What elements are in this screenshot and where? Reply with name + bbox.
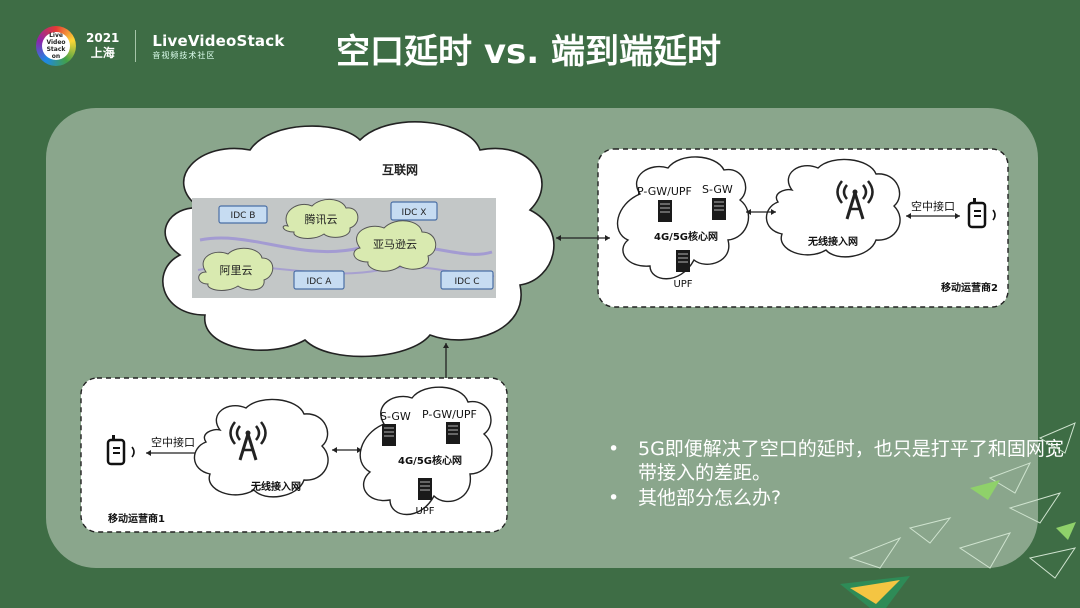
operator1-ran-cloud — [193, 398, 329, 498]
operator2-sgw-label: S-GW — [702, 183, 733, 196]
paper-plane-decoration — [840, 422, 1077, 608]
event-year: 2021 — [86, 31, 120, 45]
slide-title: 空口延时 vs. 端到端延时 — [336, 32, 721, 72]
operator2-sgw-server-icon — [712, 198, 726, 220]
operator2-pgw-label: P-GW/UPF — [637, 185, 692, 198]
operator1-core-label: 4G/5G核心网 — [398, 454, 462, 467]
operator2-core-cloud — [616, 156, 750, 280]
operator1-upf-label: UPF — [415, 506, 434, 517]
bullet-item: 其他部分怎么办? — [608, 486, 1068, 510]
bullet-item: 5G即便解决了空口的延时，也只是打平了和固网宽带接入的差距。 — [608, 437, 1068, 485]
aliyun-cloud-label: 阿里云 — [220, 264, 253, 277]
aws-cloud: 亚马逊云 — [353, 220, 437, 272]
idc-x-box: IDC X — [390, 201, 438, 221]
operator2-core-label: 4G/5G核心网 — [654, 230, 718, 243]
idc-c-label: IDC C — [454, 277, 479, 287]
operator1-upf-server-icon — [418, 478, 432, 500]
operator1-sgw-label: S-GW — [380, 410, 411, 423]
operator2-air-label: 空中接口 — [911, 199, 955, 213]
logo-ring-text: Live Video Stack on — [42, 32, 70, 60]
operator1-label: 移动运营商1 — [108, 512, 165, 525]
operator2-upf-label: UPF — [673, 279, 692, 290]
event-year-city: 2021 上海 — [86, 31, 119, 61]
tencent-cloud-label: 腾讯云 — [305, 212, 338, 226]
operator2-label: 移动运营商2 — [941, 281, 998, 294]
aliyun-cloud: 阿里云 — [198, 247, 274, 291]
brand-name: LiveVideoStack — [152, 31, 285, 50]
idc-a-label: IDC A — [307, 277, 333, 287]
logo-ring-icon: Live Video Stack on — [36, 26, 76, 66]
operator1-pgw-label: P-GW/UPF — [422, 408, 477, 421]
operator2-signal-icon — [992, 209, 996, 221]
idc-x-label: IDC X — [402, 208, 427, 218]
brand-subtitle: 音视频技术社区 — [152, 50, 216, 60]
event-city: 上海 — [90, 46, 115, 60]
operator1-signal-icon — [131, 446, 135, 458]
idc-b-box: IDC B — [218, 205, 268, 224]
event-logo: Live Video Stack on 2021 上海 LiveVideoSta… — [36, 26, 285, 66]
brand-logo: LiveVideoStack 音视频技术社区 — [152, 32, 284, 61]
operator2-pgw-server-icon — [658, 200, 672, 222]
logo-divider — [135, 30, 137, 62]
operator2-ran-cloud — [765, 158, 901, 258]
operator1-pgw-server-icon — [446, 422, 460, 444]
bullet-list: 5G即便解决了空口的延时，也只是打平了和固网宽带接入的差距。 其他部分怎么办? — [568, 437, 1068, 511]
idc-b-label: IDC B — [231, 211, 256, 221]
idc-a-box: IDC A — [293, 270, 345, 290]
internet-label: 互联网 — [382, 163, 418, 177]
operator1-ran-label: 无线接入网 — [250, 480, 301, 493]
aws-cloud-label: 亚马逊云 — [373, 238, 417, 251]
idc-c-box: IDC C — [440, 270, 494, 290]
operator2-ran-label: 无线接入网 — [807, 235, 858, 248]
operator1-air-label: 空中接口 — [151, 435, 195, 449]
operator1-core-cloud — [359, 386, 493, 515]
operator2-upf-server-icon — [676, 250, 690, 272]
operator1-sgw-server-icon — [382, 424, 396, 446]
tencent-cloud: 腾讯云 — [282, 199, 359, 239]
